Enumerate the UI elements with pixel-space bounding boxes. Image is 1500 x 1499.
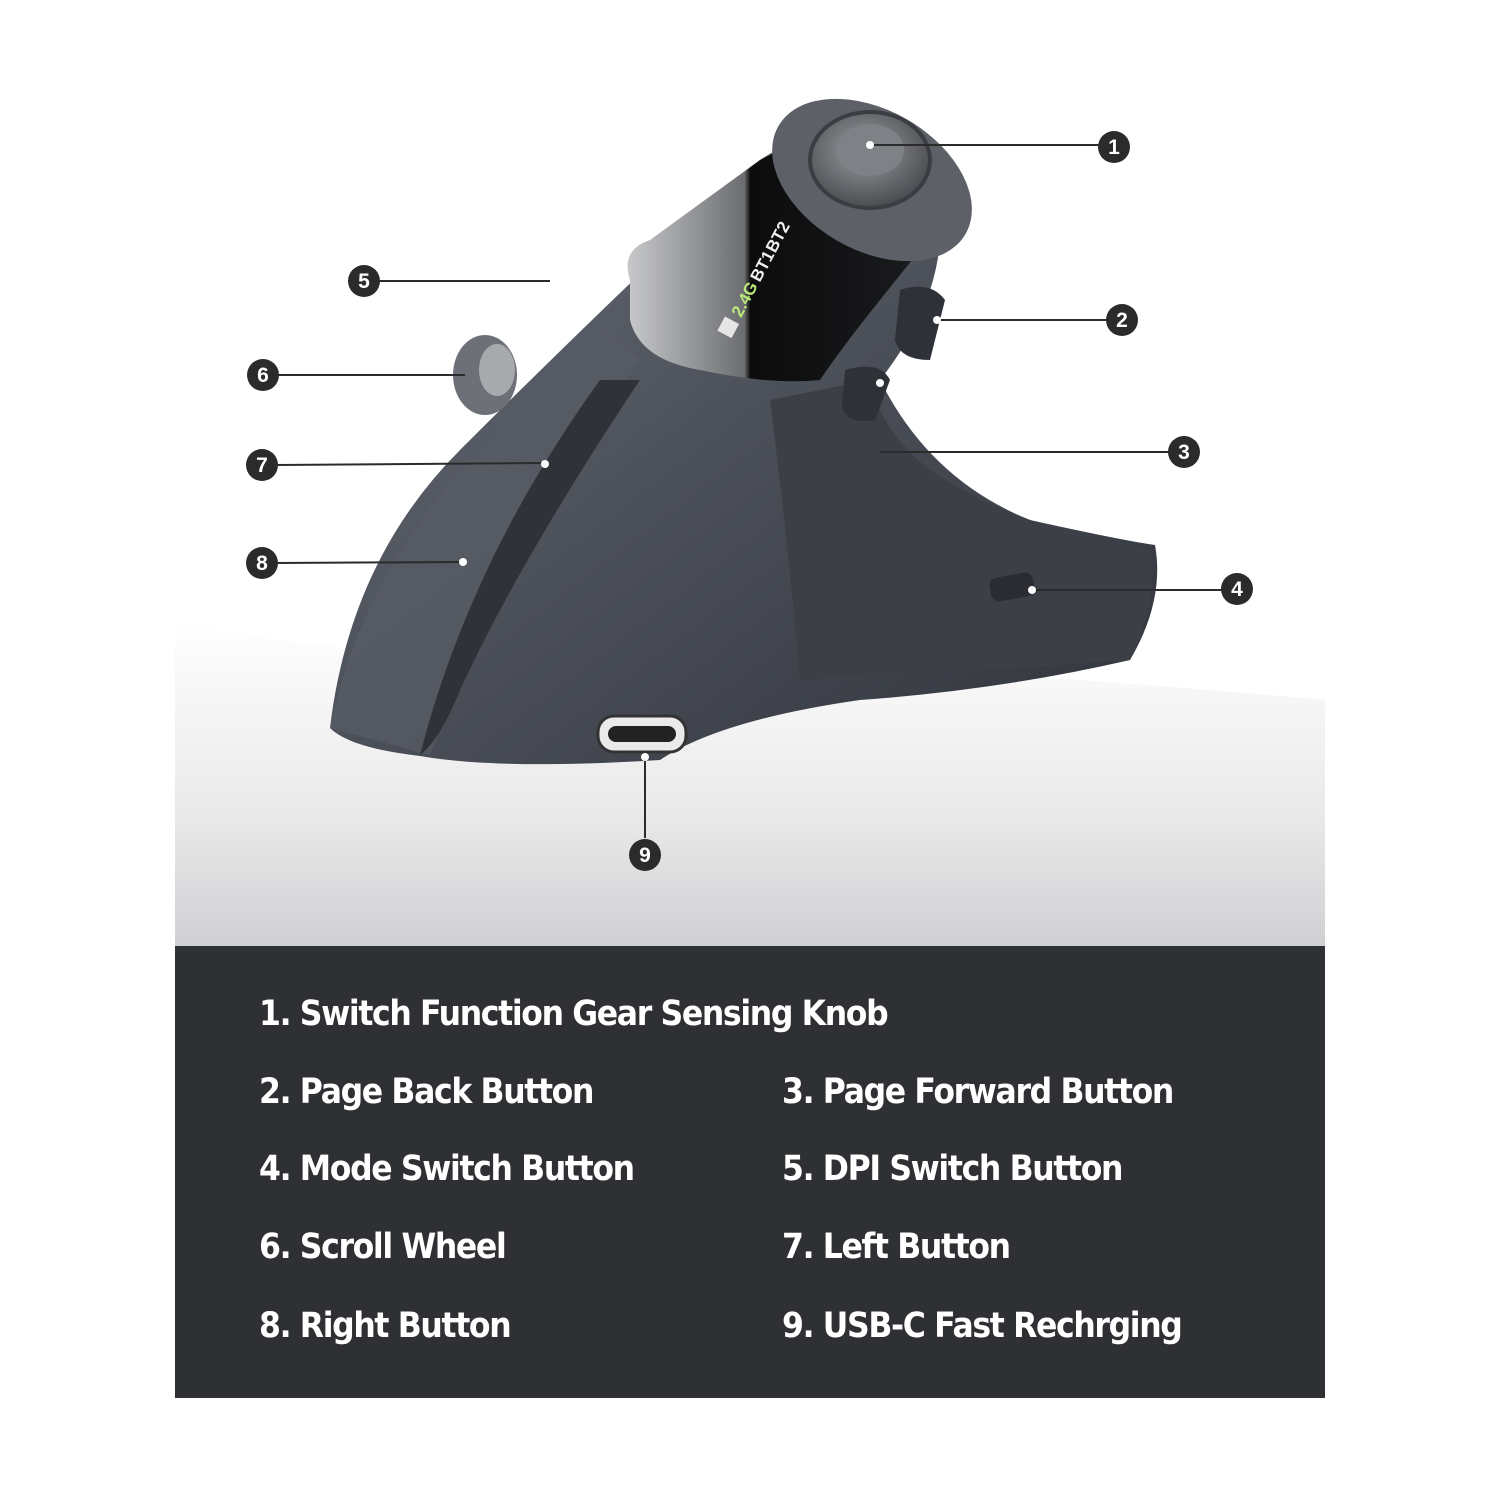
callout-9: 9 (629, 839, 661, 871)
mouse-body (330, 128, 1158, 765)
callout-1: 1 (1098, 131, 1130, 163)
legend-item-1: 1. Switch Function Gear Sensing Knob (259, 994, 889, 1034)
callout-6: 6 (247, 359, 279, 391)
mode-switch-button[interactable] (988, 571, 1035, 602)
callout-7: 7 (246, 449, 278, 481)
legend-item-3: 3. Page Forward Button (782, 1072, 1174, 1112)
legend-item-7: 7. Left Button (782, 1227, 1011, 1267)
callout-lines (275, 144, 1222, 838)
legend-panel: 1. Switch Function Gear Sensing Knob 2. … (175, 946, 1325, 1398)
svg-text:1: 1 (1108, 136, 1120, 159)
legend-item-9: 9. USB-C Fast Rechrging (782, 1306, 1183, 1346)
mouse-illustration: 2.4G BT1 BT2 1 2 3 4 5 6 7 8 9 (175, 65, 1325, 946)
callout-3: 3 (1168, 436, 1200, 468)
legend-item-2: 2. Page Back Button (259, 1072, 594, 1112)
svg-text:8: 8 (256, 552, 268, 575)
gear-knob[interactable] (743, 65, 1000, 294)
svg-text:6: 6 (257, 364, 269, 387)
callout-5: 5 (348, 265, 380, 297)
callout-4: 4 (1221, 573, 1253, 605)
callout-2: 2 (1106, 304, 1138, 336)
legend-item-5: 5. DPI Switch Button (782, 1149, 1123, 1189)
svg-text:2: 2 (1116, 309, 1128, 332)
battery-icon (717, 316, 740, 339)
svg-text:7: 7 (256, 454, 268, 477)
callout-dots (459, 141, 1036, 761)
svg-text:9: 9 (639, 844, 651, 867)
callout-8: 8 (246, 547, 278, 579)
svg-text:4: 4 (1231, 578, 1243, 601)
scroll-wheel[interactable] (453, 335, 517, 415)
svg-text:3: 3 (1178, 441, 1190, 464)
svg-text:5: 5 (358, 270, 370, 293)
legend-item-6: 6. Scroll Wheel (259, 1227, 507, 1267)
legend-item-4: 4. Mode Switch Button (259, 1149, 635, 1189)
legend-item-8: 8. Right Button (259, 1306, 512, 1346)
